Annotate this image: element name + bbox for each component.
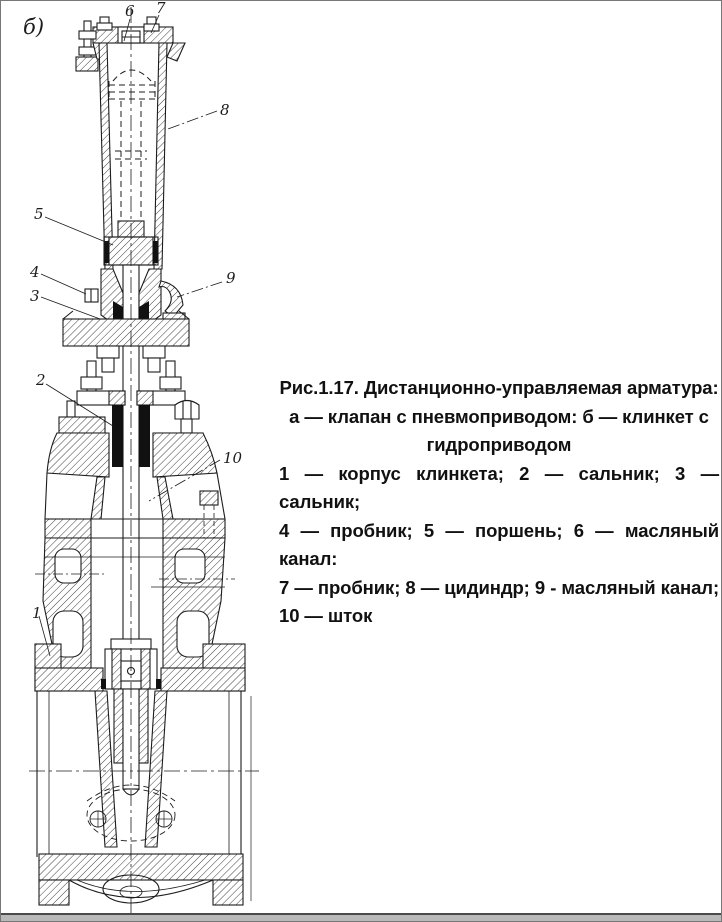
stuffing-box	[46, 400, 218, 478]
figure-caption: Рис.1.17. Дистанционно-управляемая армат…	[279, 374, 719, 631]
part-label-7: 7	[156, 0, 166, 17]
caption-legend-line-2: 4 — пробник; 5 — поршень; 6 — масляный к…	[279, 519, 719, 570]
caption-title-line-1: Рис.1.17. Дистанционно-управляемая армат…	[279, 377, 719, 398]
part-label-3: 3	[30, 287, 40, 305]
part-label-6: 6	[125, 2, 135, 20]
part-label-8: 8	[220, 101, 230, 119]
centerlines	[29, 7, 259, 913]
cylinder-top-cap	[75, 16, 186, 72]
hydraulic-cylinder	[98, 42, 168, 270]
panel-label: б)	[23, 15, 45, 39]
caption-legend-line-3: 7 — пробник; 8 — цидиндр; 9 - масляный к…	[279, 576, 719, 598]
drawing-strokes	[29, 7, 259, 913]
part-label-4: 4	[30, 263, 40, 281]
page-bottom-border	[1, 913, 721, 921]
part-label-2: 2	[36, 371, 46, 389]
gate-valve-drawing	[29, 7, 259, 913]
caption-legend-line-1: 1 — корпус клинкета; 2 — сальник; 3 — са…	[279, 462, 719, 513]
part-label-10: 10	[223, 449, 243, 467]
valve-body	[34, 537, 246, 692]
lower-cylinder-head	[84, 268, 186, 333]
part-label-5: 5	[34, 205, 44, 223]
gate-wedge-housing	[36, 688, 252, 901]
caption-title-line-2: а — клапан с пневмоприводом: б — клинкет…	[289, 405, 709, 427]
base-flange	[38, 853, 244, 906]
caption-legend-line-4: 10 — шток	[279, 605, 373, 626]
part-label-1: 1	[32, 604, 42, 622]
part-label-9: 9	[226, 269, 236, 287]
upper-flange	[62, 310, 190, 373]
leader-lines	[38, 14, 223, 657]
caption-title-line-3: гидроприводом	[426, 434, 572, 455]
